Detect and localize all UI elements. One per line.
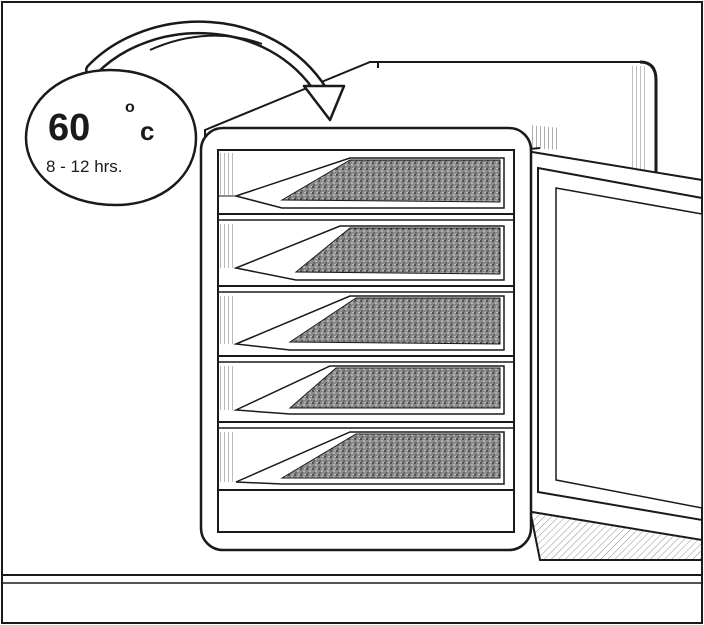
tray-stack <box>217 150 514 491</box>
tray <box>218 365 514 429</box>
curved-arrow-icon <box>85 20 346 122</box>
degree-symbol: o <box>125 99 135 116</box>
tray <box>218 295 514 363</box>
tray <box>218 224 514 293</box>
duration-label: 8 - 12 hrs. <box>46 157 123 176</box>
countertop <box>2 574 702 584</box>
temperature-badge: 60 o c 8 - 12 hrs. <box>24 68 198 207</box>
tray <box>218 431 514 491</box>
temperature-value: 60 <box>48 107 90 149</box>
open-door <box>519 147 703 542</box>
tray <box>217 150 514 221</box>
temperature-unit: c <box>140 116 154 146</box>
